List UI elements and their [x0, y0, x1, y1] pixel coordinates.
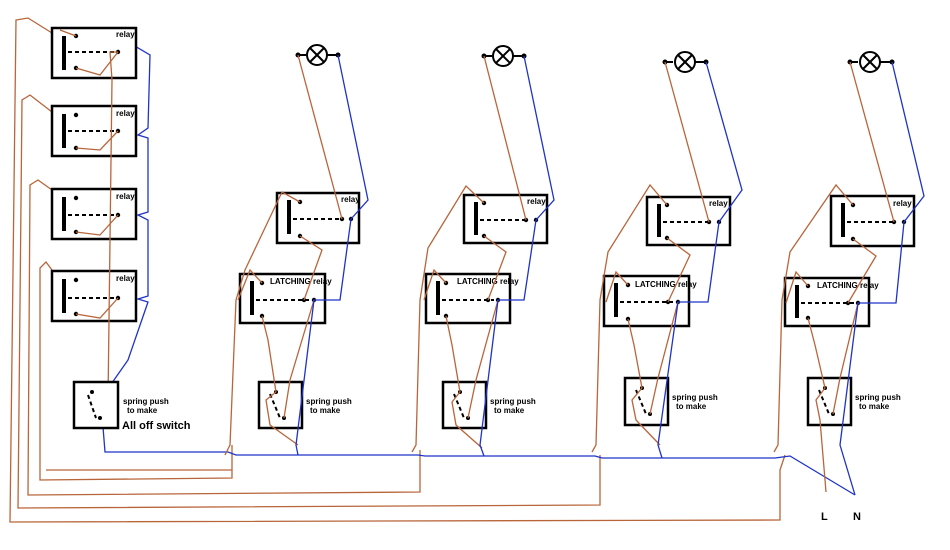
- push-switch-2: spring push to make: [441, 380, 536, 430]
- all-off-switch-label: All off switch: [122, 420, 191, 432]
- to-make-label: to make: [494, 406, 525, 415]
- latching-relay-4: LATCHING relay: [783, 276, 879, 328]
- all-off-switch: spring push to make All off switch: [72, 380, 191, 432]
- to-make-label: to make: [676, 402, 707, 411]
- relay-label: relay: [341, 195, 360, 204]
- bottom-return-wires: [9, 17, 786, 523]
- neutral-label: N: [853, 511, 861, 523]
- circuit-column-4: relay LATCHING relay spring push to make: [773, 51, 925, 496]
- latching-relay-3: LATCHING relay: [602, 274, 697, 328]
- lamp-3: [662, 51, 709, 73]
- relay-label: relay: [893, 199, 912, 208]
- lamp-4: [847, 51, 895, 73]
- master-relay-4: relay: [50, 269, 138, 323]
- to-make-label: to make: [127, 406, 158, 415]
- master-relay-2: relay: [50, 104, 138, 158]
- blue-bus: [99, 35, 856, 496]
- master-column: relay relay relay relay: [50, 26, 191, 432]
- latching-relay-label: LATCHING relay: [635, 280, 697, 289]
- push-switch-4: spring push to make: [806, 376, 901, 427]
- lamp-1: [295, 44, 341, 66]
- circuit-column-1: relay LATCHING relay spring push to make: [224, 44, 369, 456]
- latching-relay-2: LATCHING relay: [424, 272, 519, 325]
- latching-relay-1: LATCHING relay: [238, 272, 332, 325]
- live-label: L: [821, 511, 828, 523]
- relay-label: relay: [527, 197, 546, 206]
- push-switch-1: spring push to make: [257, 380, 352, 430]
- circuit-column-3: relay LATCHING relay spring push to make: [591, 51, 743, 459]
- relay-2: relay: [462, 193, 549, 245]
- to-make-label: to make: [310, 406, 341, 415]
- relay-1: relay: [275, 191, 361, 245]
- relay-label: relay: [116, 274, 135, 283]
- spring-push-label: spring push: [123, 397, 169, 406]
- master-relay-1: relay: [50, 26, 138, 80]
- supply-terminals: L N: [821, 511, 861, 523]
- spring-push-label: spring push: [490, 397, 536, 406]
- spring-push-label: spring push: [672, 393, 718, 402]
- relay-label: relay: [116, 109, 135, 118]
- push-switch-3: spring push to make: [623, 376, 718, 427]
- relay-label: relay: [709, 199, 728, 208]
- spring-push-label: spring push: [306, 397, 352, 406]
- spring-push-label: spring push: [855, 393, 901, 402]
- latching-relay-label: LATCHING relay: [817, 281, 879, 290]
- relay-label: relay: [116, 192, 135, 201]
- latching-relay-label: LATCHING relay: [270, 277, 332, 286]
- latching-relay-label: LATCHING relay: [457, 277, 519, 286]
- relay-3: relay: [645, 195, 732, 247]
- circuit-column-2: relay LATCHING relay spring push to make: [411, 45, 555, 457]
- lamp-2: [481, 45, 527, 67]
- relay-4: relay: [829, 194, 916, 248]
- master-relay-3: relay: [50, 187, 138, 241]
- relay-label: relay: [116, 30, 135, 39]
- to-make-label: to make: [859, 402, 890, 411]
